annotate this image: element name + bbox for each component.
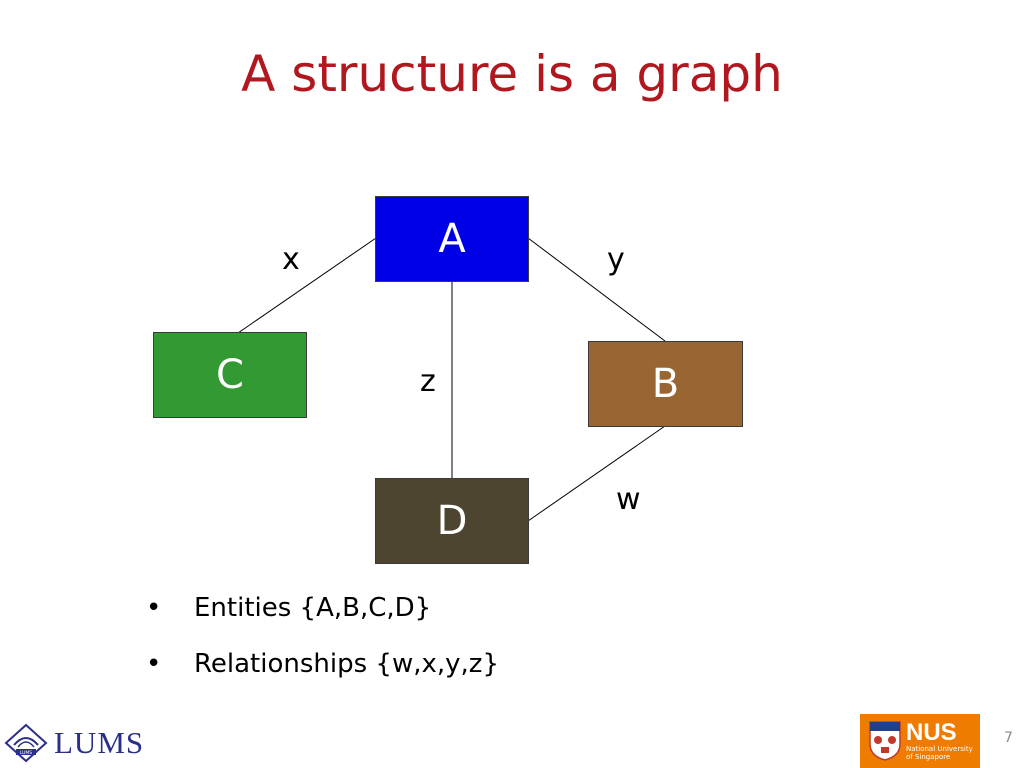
bullet-marker: • — [146, 649, 162, 679]
edge-w — [527, 425, 666, 522]
edge-y — [527, 237, 666, 342]
lums-logo-text: LUMS — [54, 725, 145, 760]
bullet-list: • Entities {A,B,C,D} • Relationships {w,… — [146, 592, 499, 704]
edge-label-w: w — [616, 482, 641, 517]
edge-label-x: x — [282, 242, 300, 277]
node-b: B — [588, 341, 743, 427]
bullet-item-entities: • Entities {A,B,C,D} — [146, 592, 499, 624]
bullet-text: Entities {A,B,C,D} — [194, 593, 432, 623]
node-d-label: D — [436, 498, 468, 544]
edge-label-z: z — [420, 364, 436, 399]
edge-x — [237, 237, 377, 334]
nus-subtitle-2: of Singapore — [906, 753, 951, 761]
bullet-item-relationships: • Relationships {w,x,y,z} — [146, 648, 499, 680]
node-b-label: B — [651, 361, 680, 407]
bullet-text: Relationships {w,x,y,z} — [194, 649, 499, 679]
node-c-label: C — [216, 352, 244, 398]
svg-text:LUMS: LUMS — [20, 750, 32, 756]
page-number: 7 — [1004, 730, 1013, 746]
bullet-marker: • — [146, 593, 162, 623]
node-d: D — [375, 478, 529, 564]
edge-label-y: y — [607, 242, 625, 277]
node-a: A — [375, 196, 529, 282]
lums-logo: LUMS LUMS — [4, 722, 144, 764]
node-c: C — [153, 332, 307, 418]
node-a-label: A — [438, 216, 466, 262]
lums-emblem-icon: LUMS — [4, 723, 48, 763]
nus-logo: NUS National University of Singapore — [860, 714, 980, 768]
nus-logo-text: NUS — [906, 719, 957, 746]
nus-crest-icon — [869, 721, 901, 761]
slide-title: A structure is a graph — [241, 45, 783, 103]
nus-subtitle-1: National University — [906, 745, 973, 753]
